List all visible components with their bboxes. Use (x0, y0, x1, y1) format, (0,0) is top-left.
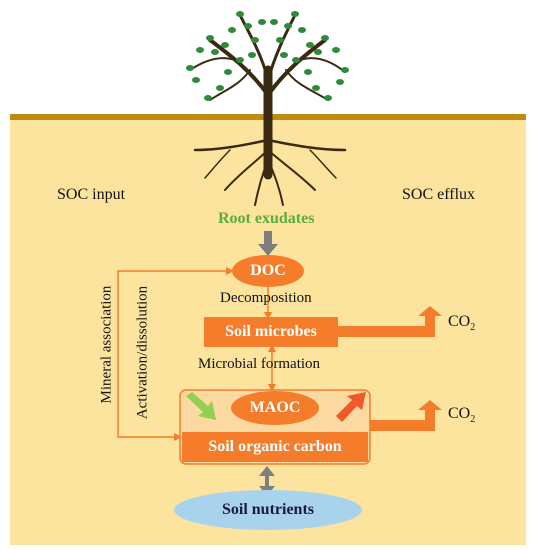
leaf (306, 42, 314, 48)
leaf (312, 85, 320, 91)
leaf (341, 67, 349, 73)
leaf (304, 69, 312, 75)
leaf (284, 23, 292, 29)
leaf (204, 95, 212, 101)
leaf (292, 57, 300, 63)
leaf (228, 27, 236, 33)
leaf (192, 77, 200, 83)
leaf (186, 65, 194, 71)
co2-top-label: CO2 (448, 313, 475, 333)
co2-arrow-bottom (370, 400, 442, 431)
leaf (324, 95, 332, 101)
leaf (236, 11, 244, 17)
leaf (332, 47, 340, 53)
root-exudates-label: Root exudates (218, 210, 315, 227)
leaf (276, 37, 284, 43)
microbial-formation-label: Microbial formation (198, 356, 321, 372)
leaf (336, 79, 344, 85)
soil-nutrients-label: Soil nutrients (221, 501, 314, 518)
leaf (291, 11, 299, 17)
leaf (321, 35, 329, 41)
leaf (248, 52, 256, 58)
leaf (298, 27, 306, 33)
mineral-association-label: Mineral association (98, 285, 115, 404)
doc-ellipse (232, 255, 304, 287)
maoc-ellipse (231, 391, 319, 425)
soil-microbes-box (204, 317, 338, 347)
co2-bottom-text: CO (448, 405, 471, 422)
soil-microbes-label: Soil microbes (225, 323, 317, 340)
soc-bar (182, 432, 368, 462)
leaf (236, 57, 244, 63)
green-arrow-icon (186, 392, 216, 420)
gray-arrow-down (258, 231, 278, 256)
leaf (314, 49, 322, 55)
soc-efflux-label: SOC efflux (402, 186, 476, 203)
co2-arrow-top (338, 306, 442, 337)
mineral-loop-line (117, 270, 232, 438)
orange-arrow-icon (336, 392, 366, 422)
doc-label: DOC (250, 262, 286, 279)
co2-bottom-sub: 2 (470, 414, 476, 426)
leaf (244, 23, 252, 29)
decomposition-label: Decomposition (220, 290, 312, 306)
gray-double-arrow (259, 466, 275, 496)
tree-icon (186, 11, 349, 206)
soc-label: Soil organic carbon (208, 438, 342, 455)
co2-bottom-label: CO2 (448, 405, 475, 425)
leaf (196, 47, 204, 53)
leaf (270, 19, 278, 25)
leaf (211, 49, 219, 55)
activation-dissolution-label: Activation/dissolution (134, 285, 151, 420)
leaf (258, 19, 266, 25)
soil-nutrients-ellipse (174, 490, 362, 530)
leaf (280, 52, 288, 58)
leaf (216, 85, 224, 91)
maoc-label: MAOC (249, 399, 301, 416)
co2-top-text: CO (448, 313, 471, 330)
leaf (224, 69, 232, 75)
soc-input-label: SOC input (57, 186, 126, 203)
leaf (221, 42, 229, 48)
leaf (206, 35, 214, 41)
leaf (251, 37, 259, 43)
co2-top-sub: 2 (470, 322, 476, 334)
